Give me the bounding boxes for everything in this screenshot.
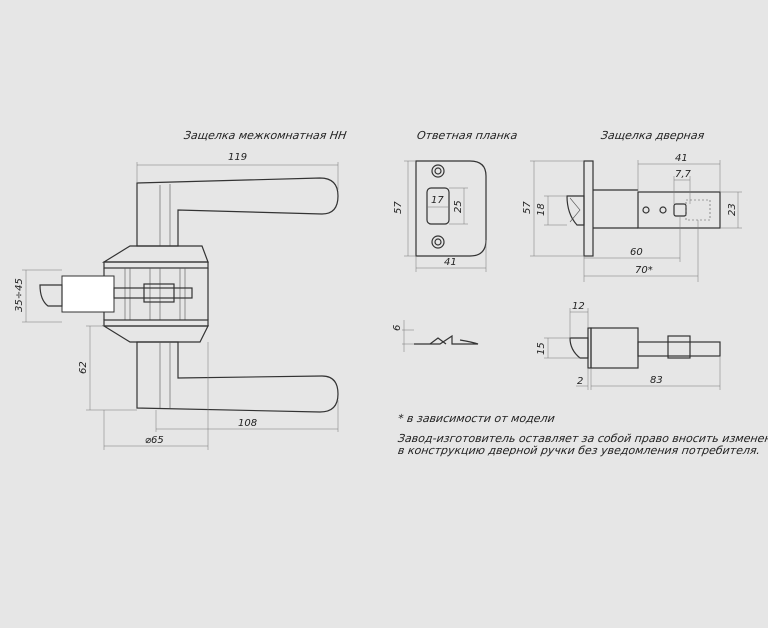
- dim-latch-83: 83: [650, 375, 663, 386]
- dim-latch-23: 23: [727, 203, 738, 216]
- dim-latch-70: 70*: [635, 265, 653, 276]
- latch-bolt: [39, 284, 63, 307]
- dim-latch-12: 12: [572, 301, 585, 312]
- upper-rosette: [101, 245, 209, 263]
- dim-119: 119: [228, 152, 247, 163]
- dim-108: 108: [238, 418, 257, 429]
- dim-latch-15: 15: [536, 342, 547, 355]
- dim-strike-41: 41: [444, 257, 457, 268]
- dim-latch-18: 18: [536, 203, 547, 216]
- dim-strike-17: 17: [431, 195, 444, 206]
- manufacturer-note-line2: в конструкцию дверной ручки без уведомле…: [397, 444, 762, 457]
- upper-lever: [136, 177, 339, 247]
- dim-diameter-65: ⌀65: [145, 435, 164, 446]
- latch-side-body: [590, 327, 639, 369]
- dim-latch-7-7: 7,7: [675, 169, 692, 180]
- latch-body-top: [637, 191, 721, 229]
- door-latch: 41 7,7 23 57 18 60 70*: [522, 153, 742, 390]
- latch-bolt-front: [566, 195, 585, 226]
- dim-latch-41: 41: [675, 153, 688, 164]
- latch-faceplate: [583, 160, 594, 257]
- strike-opening: [426, 187, 450, 225]
- dim-62: 62: [78, 361, 89, 374]
- dim-latch-2: 2: [577, 376, 583, 387]
- strike-plate: 57 17 25 41 6: [392, 160, 487, 352]
- strike-side-view: [414, 334, 479, 345]
- dim-strike-25: 25: [453, 200, 464, 213]
- dim-35-45: 35÷45: [14, 278, 25, 312]
- latch-body: [61, 275, 115, 313]
- dim-latch-57: 57: [522, 201, 533, 214]
- dim-strike-6: 6: [392, 325, 403, 331]
- latch-side-bolt: [569, 337, 589, 359]
- dim-latch-60: 60: [630, 247, 643, 258]
- dim-strike-57: 57: [393, 201, 404, 214]
- handle-assembly: 119 35÷45 62 108 ⌀65: [14, 152, 339, 450]
- lower-rosette: [101, 325, 209, 343]
- lower-lever: [136, 341, 339, 413]
- model-note: * в зависимости от модели: [397, 412, 556, 425]
- manufacturer-note-line1: Завод-изготовитель оставляет за собой пр…: [397, 432, 768, 445]
